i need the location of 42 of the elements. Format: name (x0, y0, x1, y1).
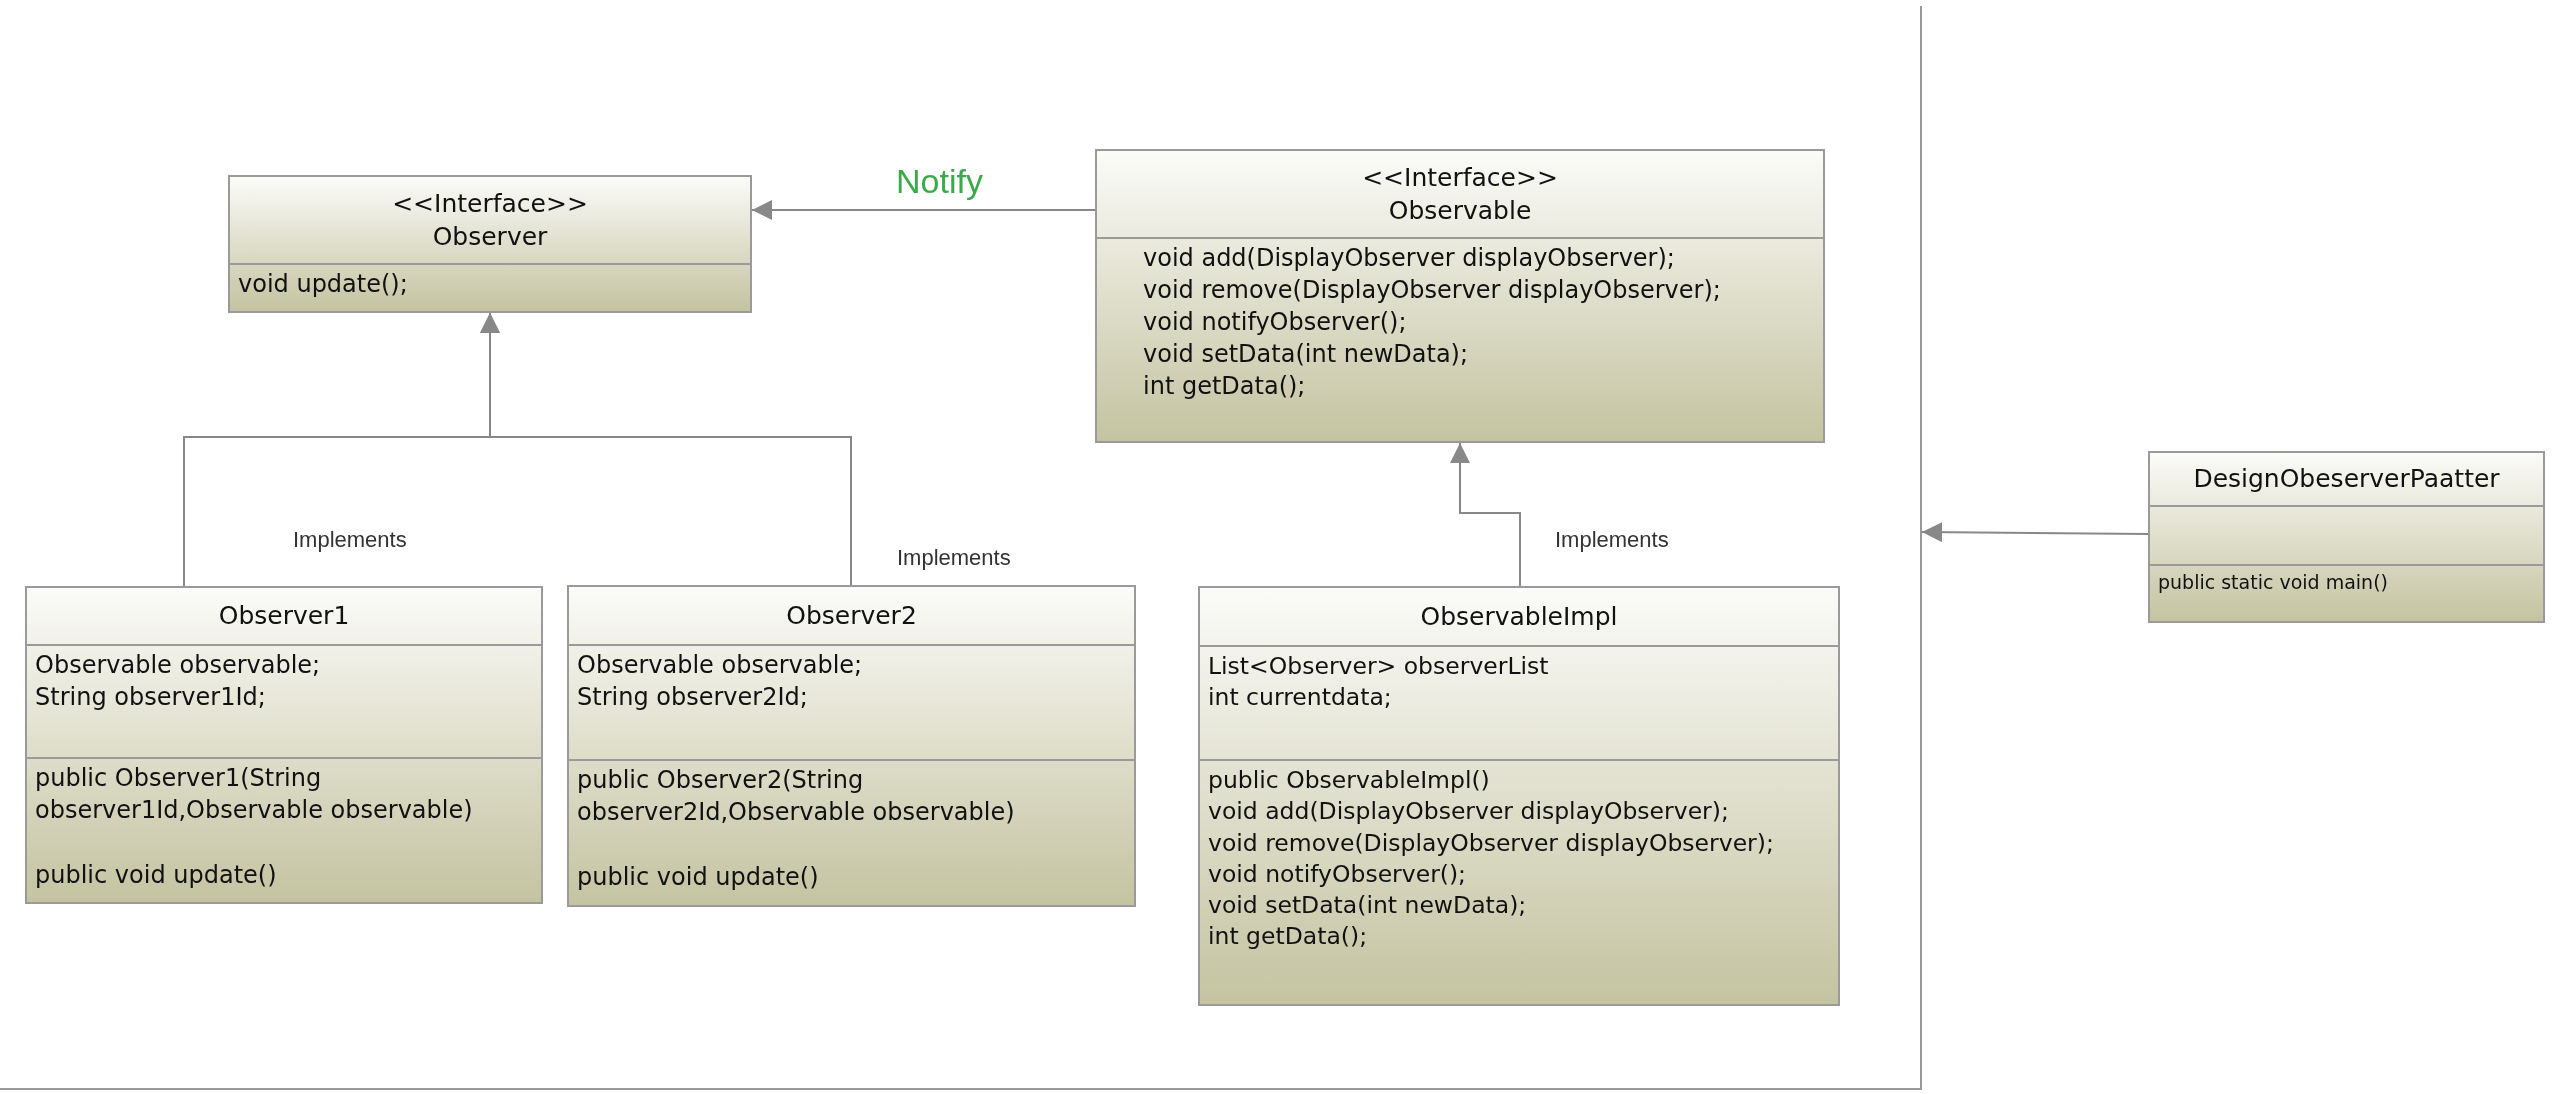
member-text: void remove(DisplayObserver displayObserver); (1143, 274, 1722, 306)
class-box (567, 585, 1136, 907)
arrow (1450, 442, 1521, 587)
member-text: public void update() (577, 861, 820, 893)
class-header-text: Observer1 (218, 600, 350, 633)
member-text: void setData(int newData); (1143, 338, 1470, 370)
member-text: void add(DisplayObserver displayObserver); (1143, 243, 1676, 274)
class-box (2148, 451, 2545, 623)
class-header-text: ObservableImpl (1420, 600, 1618, 633)
member-text: void setData(int newData); (1208, 890, 1528, 921)
member-text: public static void main() (2158, 570, 2389, 595)
member-text: void update(); (238, 269, 409, 300)
member-text: public void update() (35, 859, 278, 891)
member-text: List<Observer> observerList (1208, 651, 1550, 682)
class-box (25, 586, 543, 904)
class-header-text: Observer2 (786, 599, 917, 632)
class-header-text: <<Interface>> (392, 187, 588, 220)
class-header-text: Observer (432, 221, 548, 253)
member-text: public Observer2(String observer2Id,Observable observable) (577, 765, 1016, 828)
class-header-text: DesignObeserverPaatter (2193, 463, 2500, 496)
frame-border (0, 6, 1922, 1090)
member-text: Observable observable; (35, 650, 322, 681)
member-text: void notifyObserver(); (1143, 306, 1408, 338)
class-box (1198, 586, 1840, 1006)
member-text: String observer2Id; (577, 681, 809, 713)
member-text: int getData(); (1208, 921, 1369, 953)
member-text: int currentdata; (1208, 682, 1393, 714)
member-text: String observer1Id; (35, 681, 267, 713)
arrow (480, 312, 852, 586)
class-header-text: Observable (1388, 195, 1532, 227)
member-text: void remove(DisplayObserver displayObserver); (1208, 827, 1775, 859)
member-text: void add(DisplayObserver displayObserver); (1208, 796, 1730, 828)
class-box (1095, 149, 1825, 443)
member-text: int getData(); (1143, 370, 1307, 402)
class-header-text: <<Interface>> (1362, 161, 1558, 194)
member-text: public ObservableImpl() (1208, 765, 1491, 796)
class-box (228, 175, 752, 313)
member-text: void notifyObserver(); (1208, 858, 1468, 890)
arrow (1921, 522, 2149, 543)
member-text: public Observer1(String observer1Id,Observable observable) (35, 763, 474, 826)
arrow (751, 200, 1096, 220)
member-text: Observable observable; (577, 650, 864, 681)
